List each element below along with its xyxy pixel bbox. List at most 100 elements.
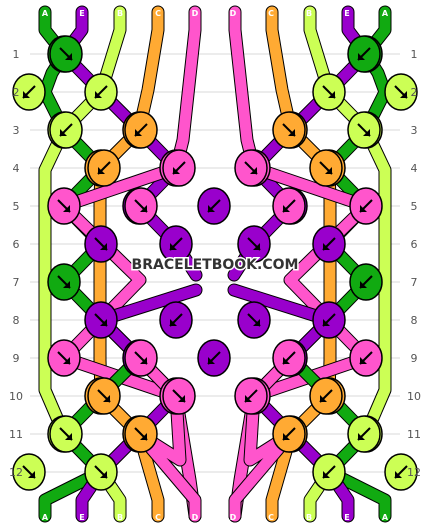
arrowhead-icon bbox=[170, 319, 177, 326]
row-label-left: 6 bbox=[13, 238, 20, 251]
arrowhead-icon bbox=[288, 129, 295, 136]
arrowhead-icon bbox=[140, 433, 147, 440]
row-label-right: 11 bbox=[407, 428, 421, 441]
string-label-bottom: A bbox=[42, 513, 49, 522]
arrowhead-icon bbox=[28, 471, 35, 478]
arrowhead-icon bbox=[63, 357, 70, 364]
arrowhead-icon bbox=[208, 205, 215, 212]
knot bbox=[124, 415, 158, 453]
arrowhead-icon bbox=[363, 129, 370, 136]
knot bbox=[234, 149, 268, 187]
arrowhead-icon bbox=[173, 167, 180, 174]
arrowhead-icon bbox=[358, 433, 365, 440]
arrowhead-icon bbox=[328, 91, 335, 98]
row-label-right: 9 bbox=[411, 352, 418, 365]
string-label-bottom: D bbox=[192, 513, 199, 522]
row-label-left: 11 bbox=[9, 428, 23, 441]
knot bbox=[162, 149, 196, 187]
string-label-top: A bbox=[382, 9, 389, 18]
row-label-left: 3 bbox=[13, 124, 20, 137]
arrowhead-icon bbox=[358, 53, 365, 60]
arrowhead-icon bbox=[170, 243, 177, 250]
knot bbox=[197, 339, 231, 377]
knot-layer bbox=[12, 35, 418, 491]
knot bbox=[84, 225, 118, 263]
row-label-right: 4 bbox=[411, 162, 418, 175]
knot bbox=[312, 73, 346, 111]
knot bbox=[272, 415, 306, 453]
knot bbox=[87, 377, 121, 415]
knot bbox=[312, 453, 346, 491]
row-label-right: 5 bbox=[411, 200, 418, 213]
row-label-right: 7 bbox=[411, 276, 418, 289]
row-label-left: 5 bbox=[13, 200, 20, 213]
row-label-left: 12 bbox=[9, 466, 23, 479]
string-label-bottom: E bbox=[79, 513, 84, 522]
arrowhead-icon bbox=[283, 433, 290, 440]
row-label-right: 1 bbox=[411, 48, 418, 61]
row-label-left: 1 bbox=[13, 48, 20, 61]
knot bbox=[162, 377, 196, 415]
knot bbox=[84, 301, 118, 339]
row-label-left: 7 bbox=[13, 276, 20, 289]
string-label-top: C bbox=[268, 9, 274, 18]
knot bbox=[312, 225, 346, 263]
knot bbox=[349, 263, 383, 301]
knot bbox=[124, 187, 158, 225]
arrowhead-icon bbox=[395, 471, 402, 478]
string-label-bottom: B bbox=[306, 513, 312, 522]
arrowhead-icon bbox=[323, 471, 330, 478]
arrowhead-icon bbox=[100, 319, 107, 326]
arrowhead-icon bbox=[253, 319, 260, 326]
string-label-bottom: E bbox=[344, 513, 349, 522]
arrowhead-icon bbox=[323, 319, 330, 326]
knot bbox=[347, 111, 381, 149]
arrowhead-icon bbox=[63, 281, 70, 288]
arrowhead-icon bbox=[250, 167, 257, 174]
arrowhead-icon bbox=[320, 395, 327, 402]
arrowhead-icon bbox=[65, 433, 72, 440]
knot bbox=[237, 301, 271, 339]
knot bbox=[124, 339, 158, 377]
string-label-bottom: B bbox=[117, 513, 123, 522]
row-label-left: 10 bbox=[9, 390, 23, 403]
row-label-right: 10 bbox=[407, 390, 421, 403]
arrowhead-icon bbox=[360, 205, 367, 212]
arrowhead-icon bbox=[283, 357, 290, 364]
string-label-top: B bbox=[117, 9, 123, 18]
knot bbox=[347, 415, 381, 453]
knot bbox=[87, 149, 121, 187]
string-label-top: B bbox=[306, 9, 312, 18]
row-label-left: 4 bbox=[13, 162, 20, 175]
knot bbox=[272, 111, 306, 149]
arrowhead-icon bbox=[100, 471, 107, 478]
knot bbox=[234, 377, 268, 415]
row-label-right: 8 bbox=[411, 314, 418, 327]
arrowhead-icon bbox=[245, 395, 252, 402]
arrowhead-icon bbox=[65, 53, 72, 60]
string-label-top: D bbox=[230, 9, 237, 18]
string-label-top: E bbox=[344, 9, 349, 18]
knot bbox=[49, 35, 83, 73]
knot bbox=[384, 73, 418, 111]
knot bbox=[309, 149, 343, 187]
arrowhead-icon bbox=[23, 91, 30, 98]
knot bbox=[159, 301, 193, 339]
arrowhead-icon bbox=[325, 167, 332, 174]
arrowhead-icon bbox=[98, 167, 105, 174]
string-label-bottom: A bbox=[382, 513, 389, 522]
knot bbox=[159, 225, 193, 263]
arrowhead-icon bbox=[140, 357, 147, 364]
arrowhead-icon bbox=[100, 243, 107, 250]
string-label-bottom: C bbox=[268, 513, 274, 522]
knot bbox=[309, 377, 343, 415]
arrowhead-icon bbox=[135, 129, 142, 136]
knot bbox=[349, 187, 383, 225]
knot bbox=[124, 111, 158, 149]
string-label-bottom: C bbox=[155, 513, 161, 522]
string-label-top: E bbox=[79, 9, 84, 18]
string-label-top: A bbox=[42, 9, 49, 18]
knot bbox=[272, 339, 306, 377]
